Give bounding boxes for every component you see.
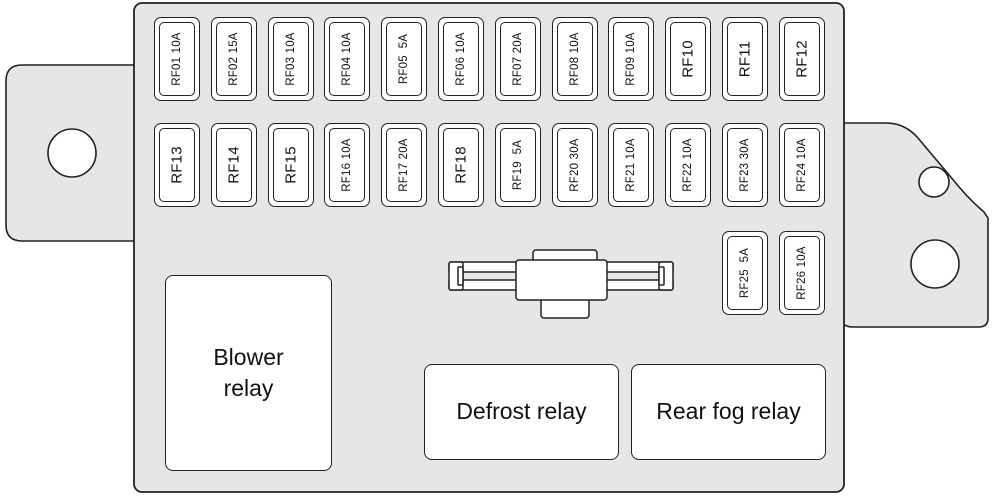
- fuse-label: RF22 10A: [682, 138, 694, 192]
- fuse-label: RF14: [225, 146, 243, 184]
- fuse-body: RF01 10A: [159, 22, 195, 96]
- fuse: RF14: [211, 123, 257, 207]
- fuse-label: RF15: [282, 146, 300, 184]
- rear-fog-relay: Rear fog relay: [631, 364, 826, 460]
- fuse: RF19 5A: [495, 123, 541, 207]
- fuse-body: RF24 10A: [784, 128, 820, 202]
- fuse-body: RF03 10A: [273, 22, 309, 96]
- fuse: RF13: [154, 123, 200, 207]
- fuse-label: RF25 5A: [739, 247, 751, 299]
- fuse-body: RF14: [216, 128, 252, 202]
- right-mounting-tab: [839, 122, 989, 328]
- fuse: RF08 10A: [552, 17, 598, 101]
- fuse-body: RF26 10A: [784, 236, 820, 310]
- fuse: RF07 20A: [495, 17, 541, 101]
- fuse-label: RF12: [793, 40, 811, 78]
- right-mounting-hole-large: [910, 239, 960, 289]
- fuse: RF18: [438, 123, 484, 207]
- fuse-body: RF15: [273, 128, 309, 202]
- fuse: RF21 10A: [608, 123, 654, 207]
- fuse: RF01 10A: [154, 17, 200, 101]
- left-mounting-hole: [47, 128, 97, 178]
- fuse-body: RF04 10A: [329, 22, 365, 96]
- fuse-label: RF05 5A: [398, 33, 410, 85]
- fuse-body: RF07 20A: [500, 22, 536, 96]
- fuse: RF09 10A: [608, 17, 654, 101]
- fuse-label: RF26 10A: [796, 246, 808, 300]
- latch-clip: [448, 249, 674, 319]
- fuse-body: RF17 20A: [386, 128, 422, 202]
- fuse-label: RF20 30A: [569, 138, 581, 192]
- fuse-label: RF23 30A: [739, 138, 751, 192]
- fuse-label: RF11: [736, 40, 754, 78]
- fuse-body: RF06 10A: [443, 22, 479, 96]
- fuse-body: RF21 10A: [613, 128, 649, 202]
- fuse-label: RF19 5A: [512, 139, 524, 191]
- fuse-body: RF22 10A: [670, 128, 706, 202]
- fuse: RF16 10A: [324, 123, 370, 207]
- fuse-label: RF18: [452, 146, 470, 184]
- fuse-label: RF17 20A: [398, 138, 410, 192]
- fuse-label: RF13: [168, 146, 186, 184]
- fuse-body: RF23 30A: [727, 128, 763, 202]
- defrost-relay: Defrost relay: [424, 364, 619, 460]
- rear-fog-relay-label: Rear fog relay: [656, 398, 801, 425]
- fuse-label: RF09 10A: [625, 32, 637, 86]
- fuse-body: RF13: [159, 128, 195, 202]
- fuse-label: RF04 10A: [341, 32, 353, 86]
- fuse: RF10: [665, 17, 711, 101]
- fuse-label: RF02 15A: [228, 32, 240, 86]
- fuse-body: RF12: [784, 22, 820, 96]
- fuse-body: RF05 5A: [386, 22, 422, 96]
- fuse-body: RF25 5A: [727, 236, 763, 310]
- fuse: RF03 10A: [268, 17, 314, 101]
- fuse-body: RF09 10A: [613, 22, 649, 96]
- fuse: RF26 10A: [779, 231, 825, 315]
- fuse-label: RF21 10A: [625, 138, 637, 192]
- defrost-relay-label: Defrost relay: [456, 398, 587, 425]
- fuse-body: RF19 5A: [500, 128, 536, 202]
- right-mounting-hole-small: [918, 166, 950, 198]
- fuse-label: RF01 10A: [171, 32, 183, 86]
- fuse-body: RF08 10A: [557, 22, 593, 96]
- blower-relay-label-line1: Blower: [213, 343, 284, 370]
- fuse: RF23 30A: [722, 123, 768, 207]
- blower-relay-label-line2: relay: [223, 375, 274, 401]
- fuse: RF17 20A: [381, 123, 427, 207]
- fuse-label: RF24 10A: [796, 138, 808, 192]
- fuse-body: RF16 10A: [329, 128, 365, 202]
- fuse: RF15: [268, 123, 314, 207]
- fuse-label: RF10: [679, 40, 697, 78]
- fuse-label: RF16 10A: [341, 138, 353, 192]
- fuse: RF24 10A: [779, 123, 825, 207]
- fuse-label: RF08 10A: [569, 32, 581, 86]
- fuse-body: RF18: [443, 128, 479, 202]
- fuse-body: RF20 30A: [557, 128, 593, 202]
- fuse: RF25 5A: [722, 231, 768, 315]
- fuse: RF05 5A: [381, 17, 427, 101]
- fuse: RF02 15A: [211, 17, 257, 101]
- fuse: RF06 10A: [438, 17, 484, 101]
- blower-relay: Blower relay: [165, 275, 332, 471]
- fuse-body: RF10: [670, 22, 706, 96]
- fuse-label: RF07 20A: [512, 32, 524, 86]
- fuse: RF12: [779, 17, 825, 101]
- fuse: RF11: [722, 17, 768, 101]
- fuse-label: RF06 10A: [455, 32, 467, 86]
- fuse: RF20 30A: [552, 123, 598, 207]
- fuse-label: RF03 10A: [285, 32, 297, 86]
- fuse: RF04 10A: [324, 17, 370, 101]
- fuse: RF22 10A: [665, 123, 711, 207]
- fuse-body: RF02 15A: [216, 22, 252, 96]
- fuse-body: RF11: [727, 22, 763, 96]
